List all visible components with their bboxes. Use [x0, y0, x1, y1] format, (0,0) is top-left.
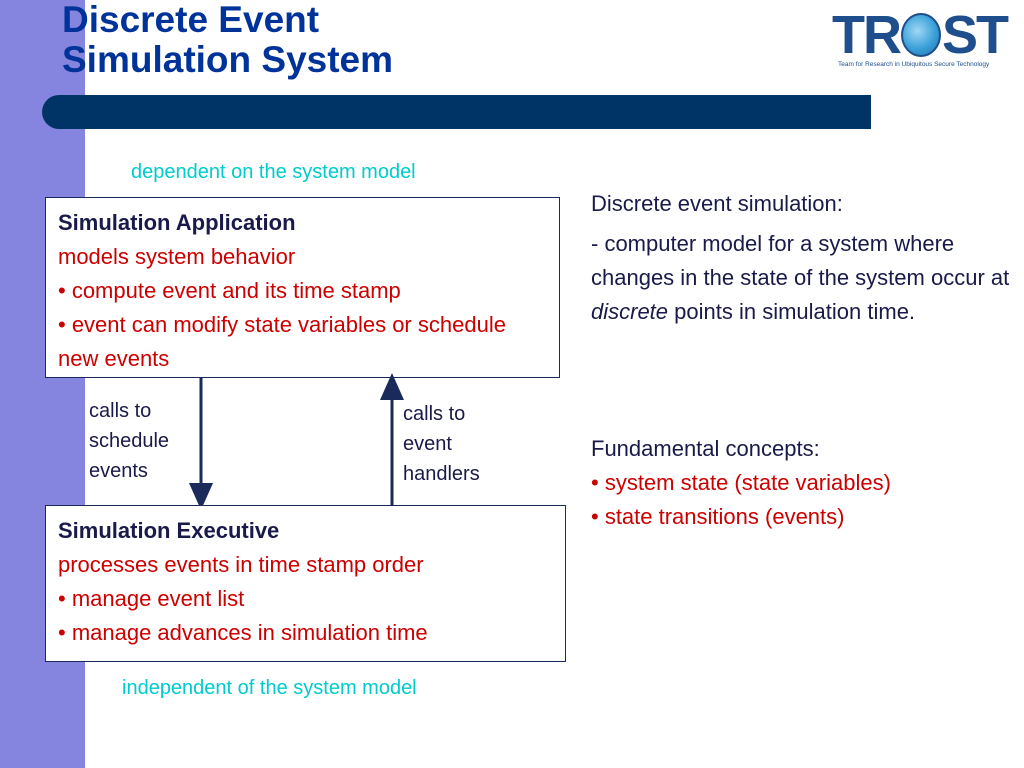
definition-text-1: - computer model for a system where chan… — [591, 231, 1010, 290]
definition-body: - computer model for a system where chan… — [591, 227, 1016, 329]
app-bullet-1: • compute event and its time stamp — [58, 278, 401, 303]
dependent-note: dependent on the system model — [131, 161, 416, 183]
exec-bullet-2: • manage advances in simulation time — [58, 620, 428, 645]
left-label-line-3: events — [89, 460, 148, 482]
right-label-line-2: event — [403, 433, 452, 455]
right-arrow-label: calls to event handlers — [403, 399, 480, 489]
left-arrow-label: calls to schedule events — [89, 396, 169, 486]
right-label-line-3: handlers — [403, 463, 480, 485]
definition-emphasis: discrete — [591, 299, 669, 324]
globe-icon — [900, 13, 941, 57]
simulation-executive-box: Simulation Executive processes events in… — [45, 505, 566, 662]
concept-item-1: • system state (state variables) — [591, 470, 891, 495]
exec-bullet-1: • manage event list — [58, 586, 245, 611]
app-bullet-2: • event can modify state variables or sc… — [58, 312, 506, 371]
title-underline-bar — [42, 95, 871, 129]
right-label-line-1: calls to — [403, 403, 466, 425]
concepts-panel: Fundamental concepts: • system state (st… — [591, 432, 1016, 534]
exec-heading: Simulation Executive — [58, 518, 280, 543]
independent-note: independent of the system model — [122, 677, 417, 699]
simulation-application-box: Simulation Application models system beh… — [45, 197, 560, 378]
app-heading: Simulation Application — [58, 210, 296, 235]
exec-subheading: processes events in time stamp order — [58, 552, 424, 577]
app-subheading: models system behavior — [58, 244, 296, 269]
left-label-line-1: calls to — [89, 400, 152, 422]
slide-title: Discrete Event Simulation System — [62, 0, 393, 80]
concept-item-2: • state transitions (events) — [591, 504, 845, 529]
definition-intro: Discrete event simulation: — [591, 191, 843, 216]
definition-text-2: points in simulation time. — [668, 299, 916, 324]
concepts-heading: Fundamental concepts: — [591, 436, 820, 461]
definition-panel: Discrete event simulation: - computer mo… — [591, 187, 1016, 329]
left-label-line-2: schedule — [89, 430, 170, 452]
title-line-2: Simulation System — [62, 39, 394, 80]
logo-tagline: Team for Research in Ubiquitous Secure T… — [838, 61, 990, 68]
title-line-1: Discrete Event — [62, 0, 320, 40]
